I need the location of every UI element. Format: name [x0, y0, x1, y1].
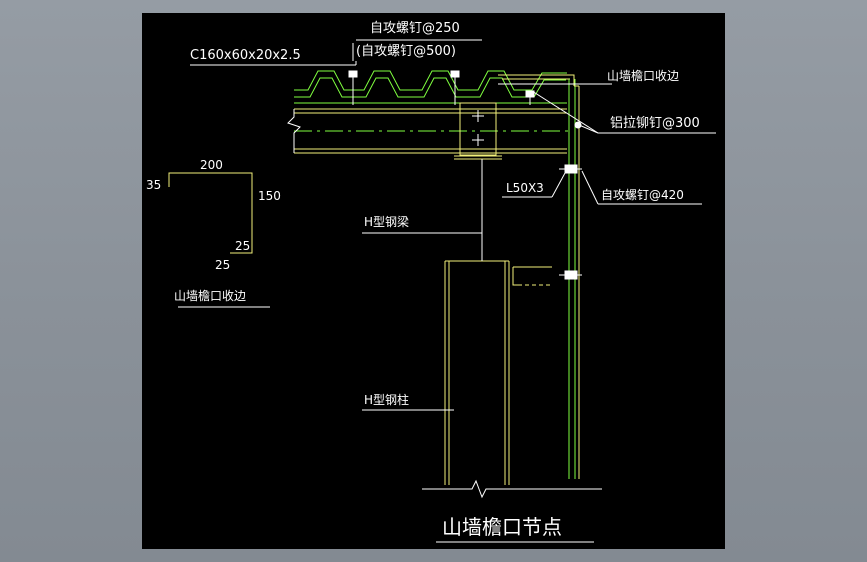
label-column: H型钢柱: [364, 392, 409, 407]
label-screw-500: (自攻螺钉@500): [356, 44, 456, 59]
h-column: [444, 260, 510, 485]
label-detail-caption: 山墙檐口收边: [174, 289, 246, 303]
label-gable-trim-right: 山墙檐口收边: [607, 69, 679, 83]
roof-screws: [348, 70, 535, 105]
label-screw-420: 自攻螺钉@420: [601, 188, 684, 202]
break-mark-left: [287, 109, 301, 153]
wall-fasteners: [559, 121, 582, 280]
ground-break: [422, 479, 602, 499]
drawing-viewport[interactable]: 自攻螺钉@250 (自攻螺钉@500) C160x60x20x2.5 山墙檐口收…: [142, 13, 725, 549]
drawing-title: 山墙檐口节点: [442, 515, 562, 539]
dim-200: 200: [200, 158, 223, 172]
wall-trim: [574, 85, 580, 479]
trim-section: [168, 172, 253, 254]
label-rivet: 铝拉铆钉@300: [610, 116, 700, 131]
dim-25a: 25: [235, 239, 250, 253]
dim-35: 35: [146, 178, 161, 192]
roof-panel: [294, 70, 567, 104]
leader-lines: [178, 39, 716, 543]
cad-drawing: 自攻螺钉@250 (自攻螺钉@500) C160x60x20x2.5 山墙檐口收…: [146, 21, 716, 543]
purlin: [294, 108, 567, 154]
eave-trim: [498, 74, 575, 86]
dim-25b: 25: [215, 258, 230, 272]
label-angle: L50X3: [506, 181, 544, 195]
label-purlin: C160x60x20x2.5: [190, 48, 301, 63]
label-screw-250: 自攻螺钉@250: [370, 21, 460, 36]
label-beam: H型钢梁: [364, 214, 409, 229]
connection-plate: [454, 102, 502, 160]
angle-L50X3: [512, 266, 552, 286]
bolt-marks: [472, 110, 484, 146]
dim-150: 150: [258, 189, 281, 203]
